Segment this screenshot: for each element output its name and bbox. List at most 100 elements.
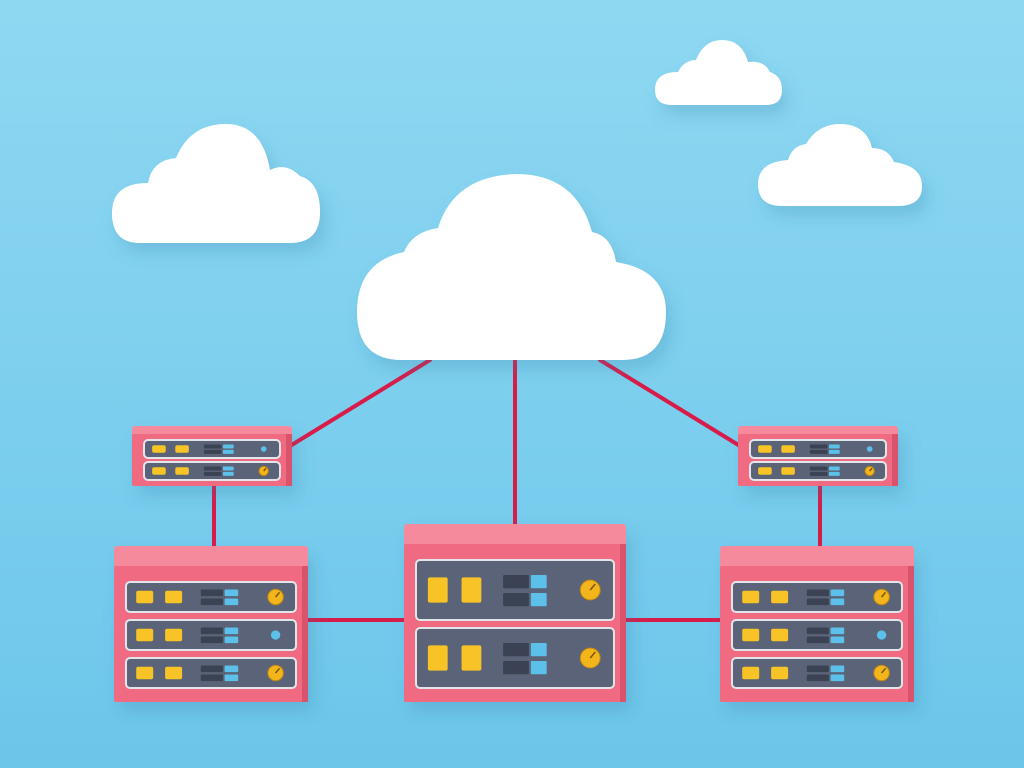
dial-needle xyxy=(589,651,596,659)
network-links xyxy=(212,358,822,622)
status-led xyxy=(771,628,789,642)
server-side xyxy=(302,566,308,702)
large-server-right xyxy=(720,546,914,702)
drive-slot xyxy=(530,593,547,607)
drive-slot xyxy=(806,598,829,606)
drive-slot xyxy=(503,661,529,675)
drive-slot xyxy=(809,466,828,471)
drive-slot xyxy=(809,444,828,449)
server-group xyxy=(114,426,914,702)
drive-slot xyxy=(224,674,239,682)
drive-slot xyxy=(830,627,845,635)
rack-unit xyxy=(415,627,615,689)
status-led xyxy=(136,590,154,604)
drive-slot xyxy=(503,593,529,607)
status-led xyxy=(165,590,183,604)
server-side xyxy=(892,434,898,486)
status-led xyxy=(461,645,482,671)
status-led xyxy=(742,666,760,680)
status-led xyxy=(175,467,189,475)
drive-slot xyxy=(222,466,234,471)
server-top xyxy=(404,524,626,550)
rack-unit xyxy=(125,619,297,651)
indicator-light-icon xyxy=(866,446,873,452)
rack-unit xyxy=(415,559,615,621)
drive-slot xyxy=(530,643,547,657)
status-led xyxy=(758,445,772,453)
indicator-light-icon xyxy=(270,630,281,640)
drive-slot xyxy=(530,575,547,589)
drive-slot xyxy=(828,471,840,476)
drive-slot xyxy=(830,665,845,673)
server-top xyxy=(720,546,914,572)
rack-unit xyxy=(731,581,903,613)
server-top xyxy=(114,546,308,572)
large-server-left xyxy=(114,546,308,702)
rack-unit xyxy=(731,657,903,689)
status-led xyxy=(136,628,154,642)
link-central-cloud-to-small-server-right xyxy=(598,358,742,448)
drive-slot xyxy=(224,665,239,673)
cloud-decoration-right xyxy=(758,124,922,206)
large-server-center xyxy=(404,524,626,702)
status-led xyxy=(771,590,789,604)
status-led xyxy=(742,590,760,604)
cloud-decoration-left xyxy=(112,124,320,243)
status-led xyxy=(461,577,482,603)
status-led xyxy=(427,577,448,603)
drive-slot xyxy=(830,598,845,606)
link-central-cloud-to-small-server-left xyxy=(288,358,432,448)
rack-unit xyxy=(125,657,297,689)
drive-slot xyxy=(503,643,529,657)
drive-slot xyxy=(830,674,845,682)
drive-slot xyxy=(828,449,840,454)
central-cloud xyxy=(357,174,666,360)
dial-needle xyxy=(275,591,281,598)
drive-slot xyxy=(809,449,828,454)
status-led xyxy=(781,467,795,475)
drive-slot xyxy=(828,444,840,449)
indicator-light-icon xyxy=(876,630,887,640)
server-side xyxy=(620,544,626,702)
drive-slot xyxy=(203,466,222,471)
rack-unit xyxy=(143,461,281,481)
small-server-left xyxy=(132,426,292,486)
drive-slot xyxy=(828,466,840,471)
status-led xyxy=(758,467,772,475)
dial-needle xyxy=(881,591,887,598)
drive-slot xyxy=(224,589,239,597)
rack-unit xyxy=(731,619,903,651)
drive-slot xyxy=(203,449,222,454)
status-led xyxy=(771,666,789,680)
status-led xyxy=(165,628,183,642)
drive-slot xyxy=(224,636,239,644)
dial-needle xyxy=(263,467,267,472)
drive-slot xyxy=(222,449,234,454)
status-led xyxy=(427,645,448,671)
status-led xyxy=(152,467,166,475)
drive-slot xyxy=(200,589,223,597)
dial-needle xyxy=(881,667,887,674)
rack-unit xyxy=(143,439,281,459)
dial-needle xyxy=(869,467,873,472)
drive-slot xyxy=(203,444,222,449)
drive-slot xyxy=(200,674,223,682)
drive-slot xyxy=(503,575,529,589)
drive-slot xyxy=(830,589,845,597)
drive-slot xyxy=(530,661,547,675)
status-led xyxy=(175,445,189,453)
status-led xyxy=(165,666,183,680)
drive-slot xyxy=(809,471,828,476)
drive-slot xyxy=(222,471,234,476)
drive-slot xyxy=(200,598,223,606)
drive-slot xyxy=(806,665,829,673)
status-led xyxy=(781,445,795,453)
drive-slot xyxy=(830,636,845,644)
drive-slot xyxy=(806,674,829,682)
status-led xyxy=(136,666,154,680)
drive-slot xyxy=(806,627,829,635)
drive-slot xyxy=(224,627,239,635)
status-led xyxy=(152,445,166,453)
drive-slot xyxy=(203,471,222,476)
